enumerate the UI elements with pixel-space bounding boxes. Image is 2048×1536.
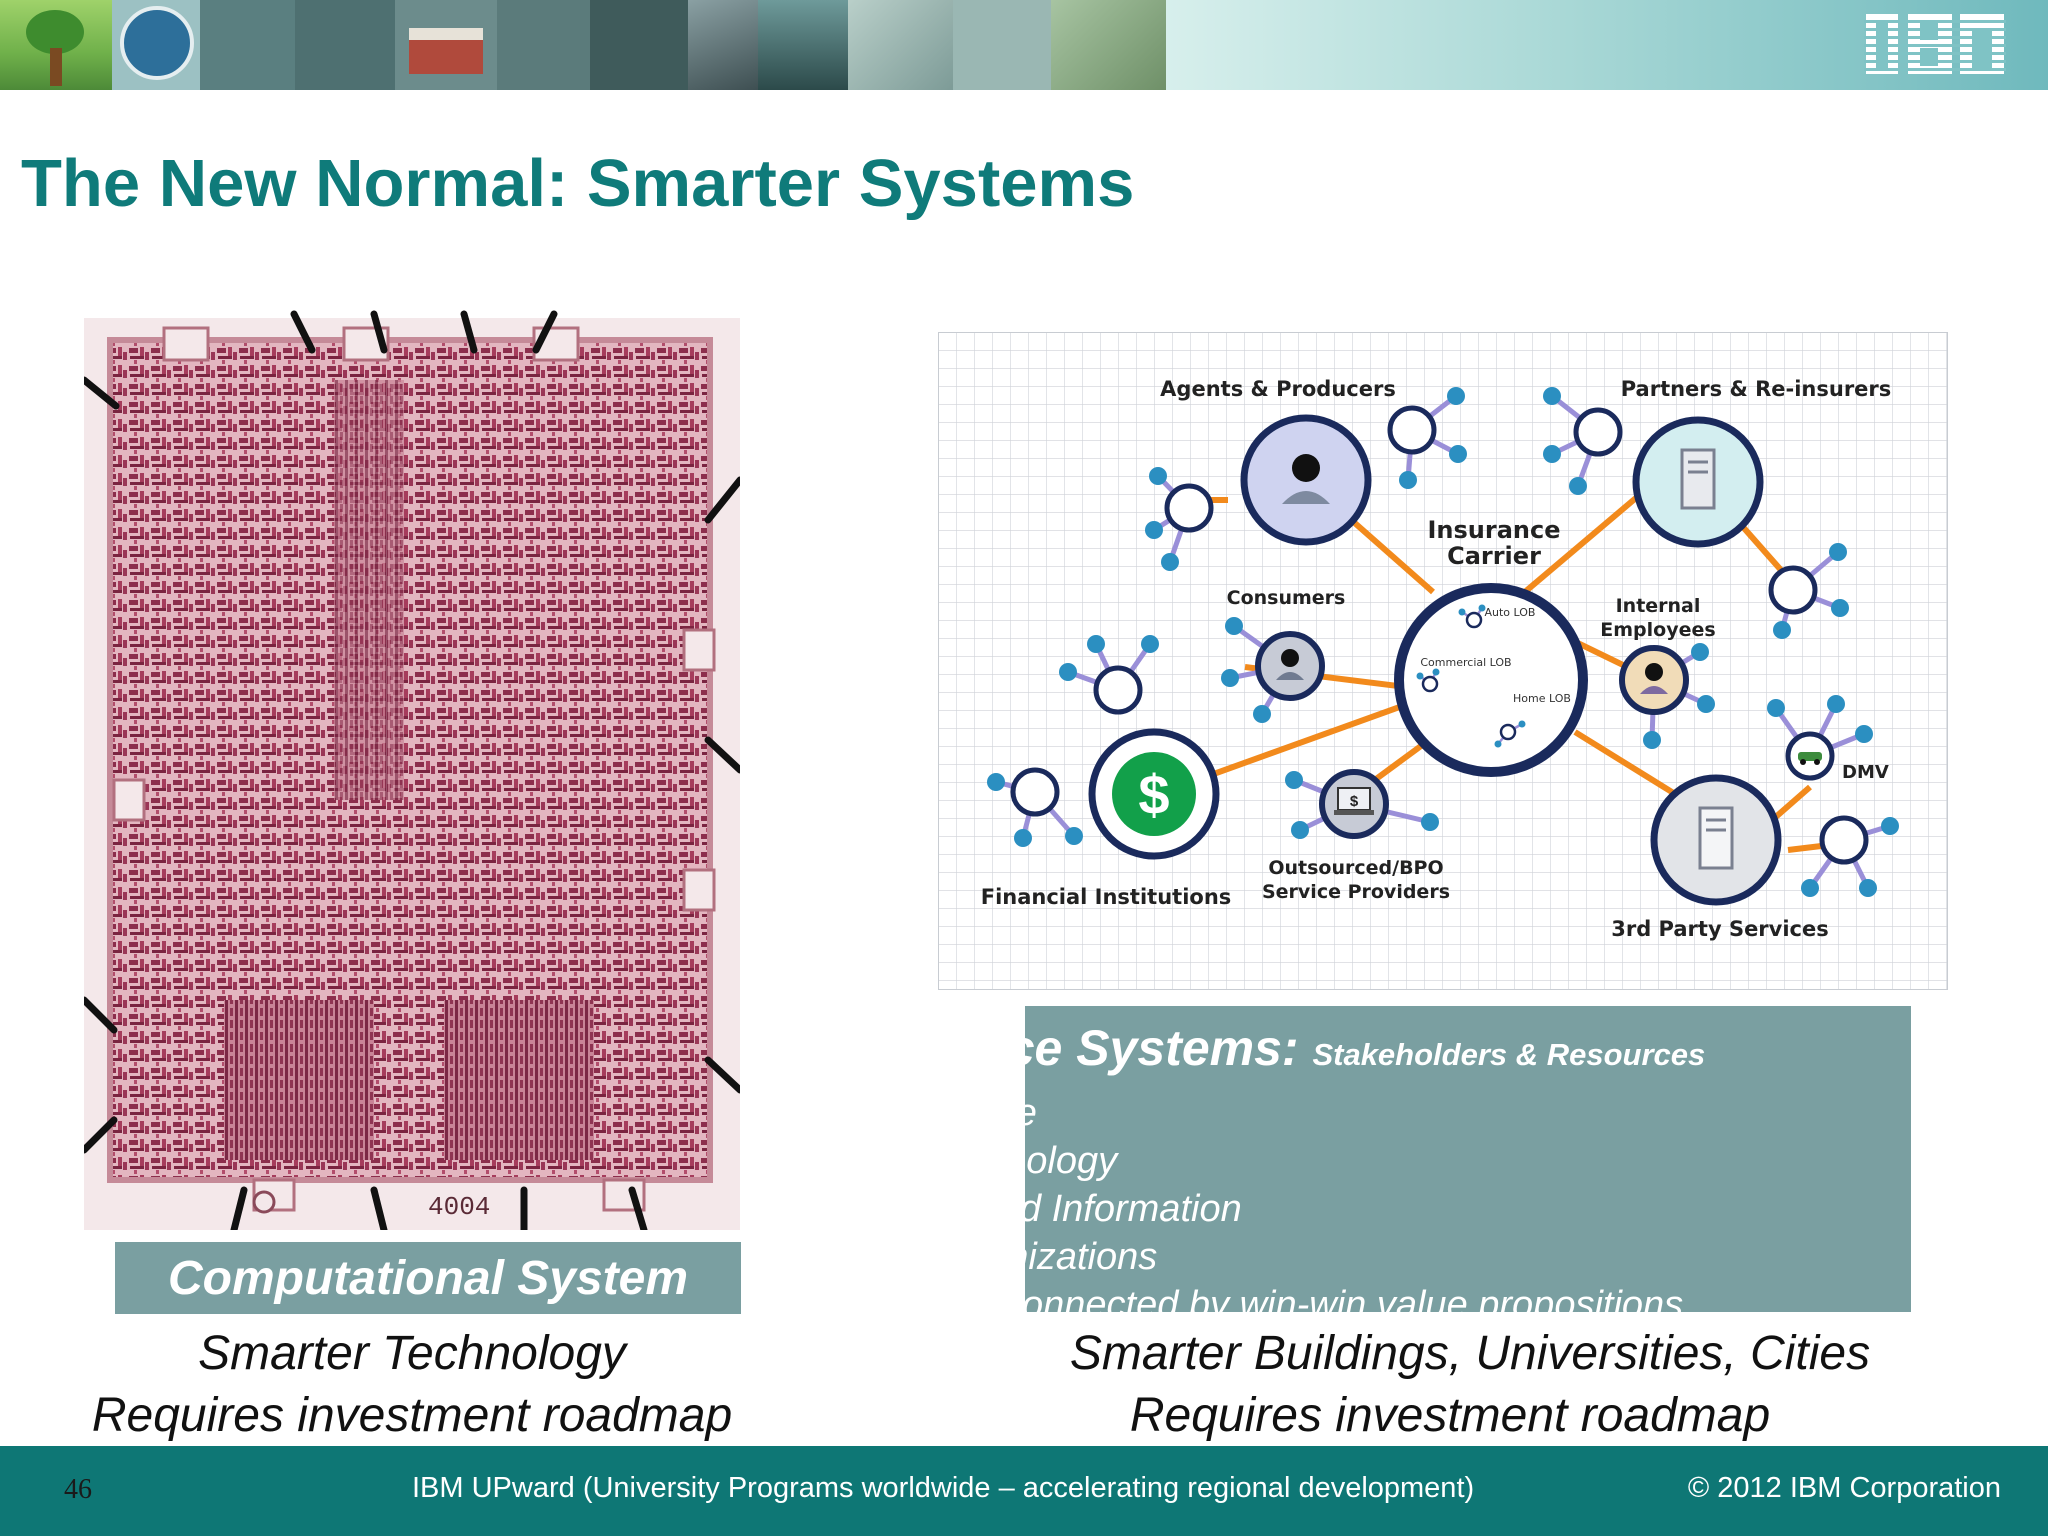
financial-institutions-node: $ <box>1088 728 1220 860</box>
internal-label-2: Employees <box>1600 619 1715 641</box>
outsourced-label-2: Service Providers <box>1262 881 1450 903</box>
auto-lob-label: Auto LOB <box>1485 606 1536 619</box>
partners-label: Partners & Re-insurers <box>1621 377 1892 401</box>
page-number: 46 <box>64 1474 92 1505</box>
consumers-node <box>1255 631 1325 701</box>
agents-node <box>1240 414 1372 546</box>
third-party-label: 3rd Party Services <box>1611 917 1829 941</box>
banner-photo-gauge <box>112 0 200 90</box>
left-subtitle-2: Requires investment roadmap <box>91 1389 733 1442</box>
banner-photo-chart <box>758 0 848 90</box>
left-subtitle-1: Smarter Technology <box>198 1327 626 1380</box>
banner-photo-map <box>848 0 953 90</box>
banner-photo-road <box>688 0 758 90</box>
service-systems-text: vice Systems: Stakeholders & Resources o… <box>1025 1014 1705 1312</box>
footer-bar: 46 IBM UPward (University Programs world… <box>0 1446 2048 1536</box>
dmv-label: DMV <box>1842 762 1889 783</box>
outsourced-label-1: Outsourced/BPO <box>1268 857 1443 879</box>
home-lob-label: Home LOB <box>1513 692 1571 705</box>
consumers-label: Consumers <box>1227 587 1346 609</box>
banner-photo-panel-c <box>497 0 590 90</box>
service-item-shared-information: ared Information <box>1025 1188 1242 1230</box>
chip-drawing: 4004 <box>80 310 744 1234</box>
carrier-label-1: Insurance <box>1427 516 1560 544</box>
right-subtitle-2: Requires investment roadmap <box>1129 1389 1771 1442</box>
ibm-logo <box>1864 14 2006 74</box>
chip-id-label: 4004 <box>428 1192 490 1222</box>
service-systems-heading: vice Systems: Stakeholders & Resources <box>1025 1014 1705 1089</box>
service-item-people: ople <box>1025 1089 1705 1137</box>
banner-photo-panel-d <box>590 0 688 90</box>
right-subtitle-1: Smarter Buildings, Universities, Cities <box>1069 1327 1871 1380</box>
service-item-technology: chnology <box>1025 1140 1118 1182</box>
endpoint-dots <box>987 387 1899 897</box>
commercial-lob-label: Commercial LOB <box>1420 656 1511 669</box>
footer-copyright: © 2012 IBM Corporation <box>1687 1472 2001 1504</box>
hub-rings <box>1010 405 1869 865</box>
outsourced-node: $ <box>1319 769 1389 839</box>
processor-die-image: 4004 <box>80 310 744 1234</box>
banner-photo-panel-a <box>200 0 295 90</box>
financial-label: Financial Institutions <box>981 885 1232 909</box>
partners-node <box>1632 416 1764 548</box>
banner-photo-panel-b <box>295 0 395 90</box>
header-banner: IBM <box>0 0 2048 90</box>
banner-photo-panel-e <box>953 0 1051 90</box>
service-value-proposition: connected by win-win value propositions <box>1025 1284 1684 1312</box>
laptop-dollar-icon: $ <box>1350 793 1359 810</box>
banner-photo-circuit <box>1051 0 1166 90</box>
banner-photo-house <box>395 0 497 90</box>
third-party-node <box>1650 774 1782 906</box>
internal-employees-node <box>1619 645 1689 715</box>
dollar-icon: $ <box>1138 763 1169 826</box>
service-systems-box: vice Systems: Stakeholders & Resources o… <box>1025 1006 1911 1312</box>
service-heading-main: vice Systems: <box>1025 1020 1299 1076</box>
banner-gradient: IBM <box>1166 0 2048 90</box>
carrier-label-2: Carrier <box>1447 542 1541 570</box>
internal-label-1: Internal <box>1616 595 1701 617</box>
dmv-node <box>1785 731 1835 781</box>
agents-label: Agents & Producers <box>1160 377 1396 401</box>
footer-program-text: IBM UPward (University Programs worldwid… <box>412 1472 1475 1504</box>
insurance-network-diagram: $ $ <box>937 331 1949 991</box>
ibm-logo-text: IBM <box>1166 0 1167 1</box>
network-svg: $ $ <box>937 331 1949 991</box>
service-item-organizations: ganizations <box>1025 1236 1158 1278</box>
slide-title: The New Normal: Smarter Systems <box>21 146 1135 221</box>
banner-photo-tree <box>0 0 112 90</box>
computational-system-caption: Computational System <box>115 1242 741 1314</box>
insurance-carrier-hub: Auto LOB Commercial LOB Home LOB <box>1394 583 1588 777</box>
service-heading-small: Stakeholders & Resources <box>1312 1037 1706 1072</box>
